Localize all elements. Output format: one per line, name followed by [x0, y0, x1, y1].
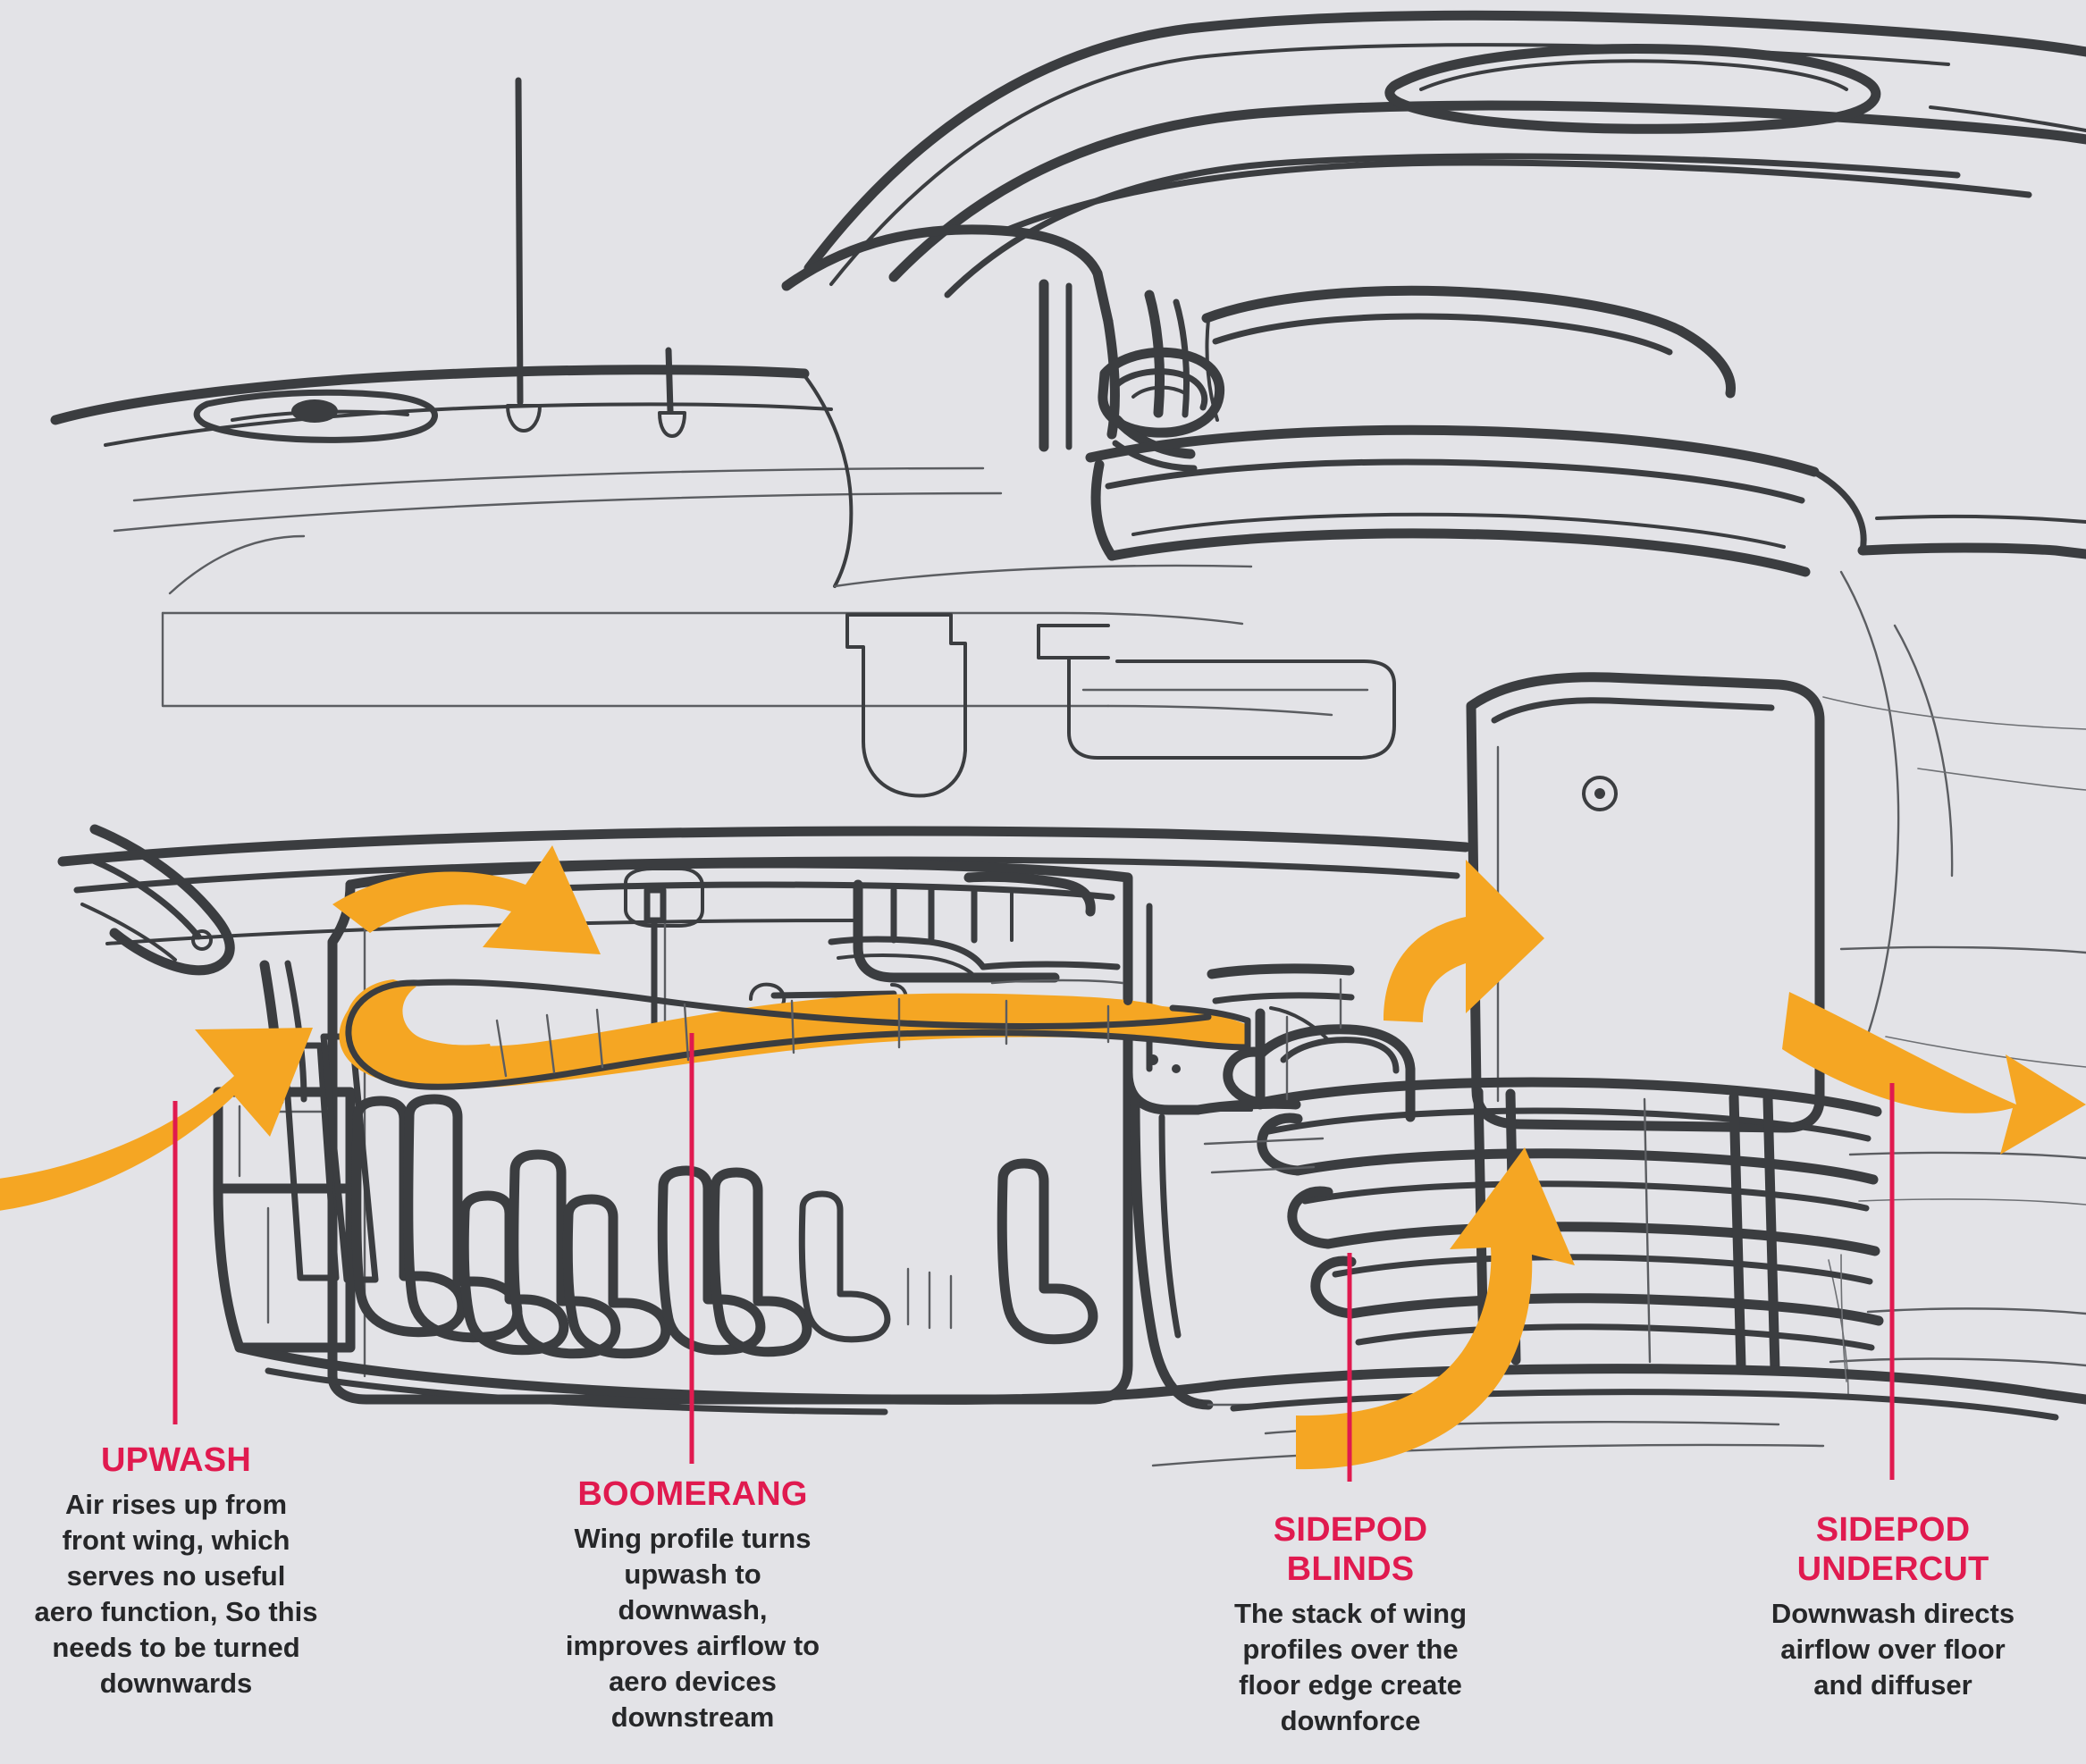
boomerang-mounts-group	[624, 867, 1124, 1047]
callout-title-upwash: UPWASH	[101, 1441, 251, 1479]
upwash-arrow	[0, 1028, 313, 1211]
boomerang-turn-arrow	[332, 845, 601, 954]
callout-title-sidepod-blinds: SIDEPOD BLINDS	[1273, 1511, 1428, 1588]
engine-cover-group	[803, 10, 2086, 298]
callout-body-upwash: Air rises up from front wing, which serv…	[34, 1489, 318, 1699]
callout-body-sidepod-undercut: Downwash directs airflow over floor and …	[1771, 1598, 2015, 1701]
sidepod-riser-arrow	[1384, 860, 1544, 1022]
boomerang-outline	[345, 979, 1251, 1090]
callout-sidepod-blinds: SIDEPOD BLINDS The stack of wing profile…	[1217, 1510, 1484, 1739]
floor-lower-lines-group	[1151, 768, 2086, 1467]
callout-upwash: UPWASH Air rises up from front wing, whi…	[34, 1441, 318, 1701]
radiator-duct-group	[1192, 963, 1416, 1174]
cockpit-side-group	[781, 224, 1736, 472]
boomerang-wing-profile	[339, 979, 1251, 1090]
callout-boomerang: BOOMERANG Wing profile turns upwash to d…	[556, 1474, 829, 1735]
sidepod-shoulder-group	[1085, 424, 2086, 577]
boomerang-ribs	[495, 997, 1110, 1078]
callout-body-boomerang: Wing profile turns upwash to downwash, i…	[565, 1523, 820, 1733]
central-vanes-group	[853, 871, 1271, 1410]
chassis-top-group	[50, 77, 1333, 976]
callout-title-sidepod-undercut: SIDEPOD UNDERCUT	[1796, 1511, 1989, 1588]
sidepod-body-group	[1466, 570, 2086, 1395]
sidepod-blinds-arrow	[1296, 1147, 1575, 1470]
bodywork-slots-group	[845, 613, 1396, 798]
callout-title-boomerang: BOOMERANG	[577, 1475, 808, 1513]
callout-sidepod-undercut: SIDEPOD UNDERCUT Downwash directs airflo…	[1762, 1510, 2023, 1703]
sidepod-undercut-arrow	[1782, 992, 2086, 1155]
callout-body-sidepod-blinds: The stack of wing profiles over the floo…	[1233, 1598, 1468, 1736]
bargeboard-vanes-group	[281, 1033, 1098, 1359]
